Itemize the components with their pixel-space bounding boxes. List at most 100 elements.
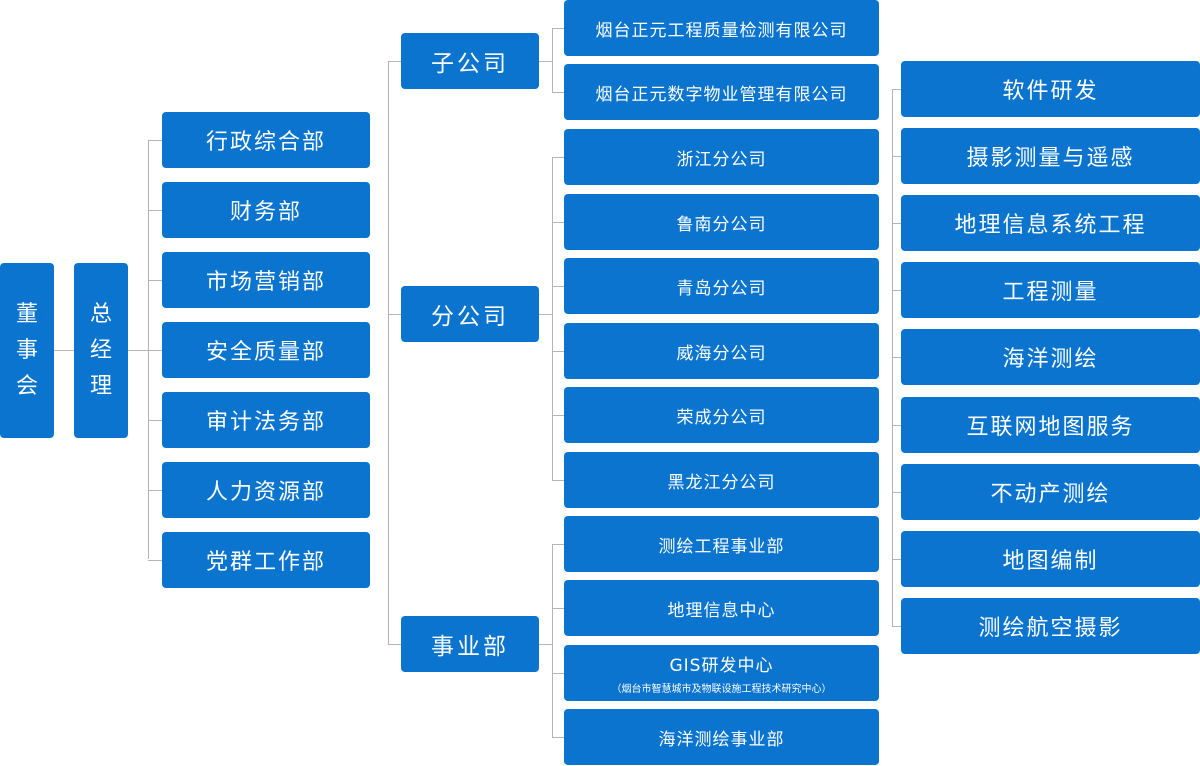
- specialty-box: 摄影测量与遥感: [901, 128, 1200, 184]
- department-label: 安全质量部: [205, 340, 326, 365]
- tick-specialty: [892, 156, 901, 157]
- tick-specialty: [892, 290, 901, 291]
- business-unit-box: 测绘工程事业部: [564, 516, 879, 572]
- subsidiary-label: 烟台正元工程质量检测有限公司: [595, 20, 848, 41]
- department-box: 财务部: [162, 182, 370, 238]
- tick-department: [148, 210, 162, 211]
- specialty-label: 海洋测绘: [1002, 347, 1099, 372]
- department-label: 党群工作部: [205, 550, 326, 575]
- branch-box: 荣成分公司: [564, 387, 879, 443]
- subsidiary-box: 烟台正元工程质量检测有限公司: [564, 0, 879, 56]
- tick-specialty: [892, 559, 901, 560]
- tick-specialty: [892, 89, 901, 90]
- department-label: 人力资源部: [205, 480, 326, 505]
- specialty-label: 不动产测绘: [990, 482, 1111, 507]
- specialty-label: 工程测量: [1002, 280, 1099, 305]
- connector-specialties-spine: [892, 89, 893, 627]
- board-char: 董: [15, 301, 38, 327]
- connector-subsidiaries-spine: [552, 28, 553, 93]
- specialty-label: 互联网地图服务: [966, 415, 1135, 440]
- tick-department: [148, 420, 162, 421]
- branch-box: 鲁南分公司: [564, 194, 879, 250]
- specialty-box: 海洋测绘: [901, 329, 1200, 385]
- connector-units-out: [539, 644, 552, 645]
- department-label: 行政综合部: [205, 130, 326, 155]
- business-unit-label: 海洋测绘事业部: [658, 729, 785, 750]
- tick-department: [148, 560, 162, 561]
- tick-department: [148, 490, 162, 491]
- board-char: 会: [15, 373, 38, 399]
- tick-specialty: [892, 626, 901, 627]
- tick-branch: [552, 351, 564, 352]
- department-box: 人力资源部: [162, 462, 370, 518]
- branch-label: 威海分公司: [676, 343, 767, 364]
- tick-department: [148, 280, 162, 281]
- subsidiary-box: 烟台正元数字物业管理有限公司: [564, 64, 879, 120]
- connector-board-gm: [54, 350, 74, 351]
- tick-specialty: [892, 425, 901, 426]
- tick-group-1: [388, 314, 401, 315]
- branch-box: 浙江分公司: [564, 129, 879, 185]
- department-box: 审计法务部: [162, 392, 370, 448]
- tick-business-unit: [552, 737, 564, 738]
- specialty-box: 工程测量: [901, 262, 1200, 318]
- specialty-label: 地图编制: [1002, 549, 1099, 574]
- tick-business-unit: [552, 544, 564, 545]
- connector-groups-spine: [388, 61, 389, 645]
- specialty-box: 互联网地图服务: [901, 397, 1200, 453]
- tick-specialty: [892, 223, 901, 224]
- tick-specialty: [892, 357, 901, 358]
- board-box: 董 事 会: [0, 263, 54, 438]
- tick-department: [148, 350, 162, 351]
- group-box-branch: 分公司: [401, 286, 539, 342]
- group-label: 子公司: [431, 51, 509, 77]
- department-box: 安全质量部: [162, 322, 370, 378]
- subsidiary-label: 烟台正元数字物业管理有限公司: [595, 84, 848, 105]
- tick-branch: [552, 480, 564, 481]
- tick-group-2: [388, 644, 401, 645]
- group-label: 分公司: [431, 304, 509, 330]
- group-box-subsidiary: 子公司: [401, 33, 539, 89]
- specialty-box: 不动产测绘: [901, 464, 1200, 520]
- gm-char: 总: [89, 301, 112, 327]
- group-box-business-unit: 事业部: [401, 616, 539, 672]
- tick-group-0: [388, 61, 401, 62]
- branch-label: 荣成分公司: [676, 407, 767, 428]
- tick-business-unit: [552, 608, 564, 609]
- tick-business-unit: [552, 673, 564, 674]
- connector-subsidiaries-out: [539, 61, 552, 62]
- branch-box: 黑龙江分公司: [564, 452, 879, 508]
- department-box: 市场营销部: [162, 252, 370, 308]
- connector-branches-out: [539, 314, 552, 315]
- tick-sub-0: [552, 28, 564, 29]
- branch-label: 黑龙江分公司: [667, 472, 776, 493]
- tick-sub-1: [552, 92, 564, 93]
- branch-label: 鲁南分公司: [676, 214, 767, 235]
- tick-branch: [552, 286, 564, 287]
- business-unit-label: GIS研发中心: [669, 656, 774, 676]
- tick-specialty: [892, 492, 901, 493]
- department-label: 审计法务部: [205, 410, 326, 435]
- business-unit-box: 地理信息中心: [564, 580, 879, 636]
- specialty-label: 软件研发: [1002, 79, 1099, 104]
- business-unit-box: 海洋测绘事业部: [564, 709, 879, 765]
- specialty-box: 软件研发: [901, 61, 1200, 117]
- connector-gm-depts: [128, 350, 149, 351]
- branch-label: 浙江分公司: [676, 149, 767, 170]
- specialty-box: 地理信息系统工程: [901, 195, 1200, 251]
- gm-char: 经: [89, 337, 112, 363]
- business-unit-label: 地理信息中心: [667, 600, 776, 621]
- gm-char: 理: [89, 373, 112, 399]
- tick-branch: [552, 157, 564, 158]
- specialty-label: 测绘航空摄影: [978, 616, 1123, 641]
- branch-label: 青岛分公司: [676, 278, 767, 299]
- specialty-box: 测绘航空摄影: [901, 598, 1200, 654]
- branch-box: 青岛分公司: [564, 258, 879, 314]
- specialty-box: 地图编制: [901, 531, 1200, 587]
- business-unit-sublabel: （烟台市智慧城市及物联设施工程技术研究中心）: [611, 684, 832, 695]
- group-label: 事业部: [431, 634, 509, 660]
- connector-depts-spine: [148, 140, 149, 559]
- specialty-label: 摄影测量与遥感: [966, 146, 1135, 171]
- department-box: 行政综合部: [162, 112, 370, 168]
- tick-branch: [552, 222, 564, 223]
